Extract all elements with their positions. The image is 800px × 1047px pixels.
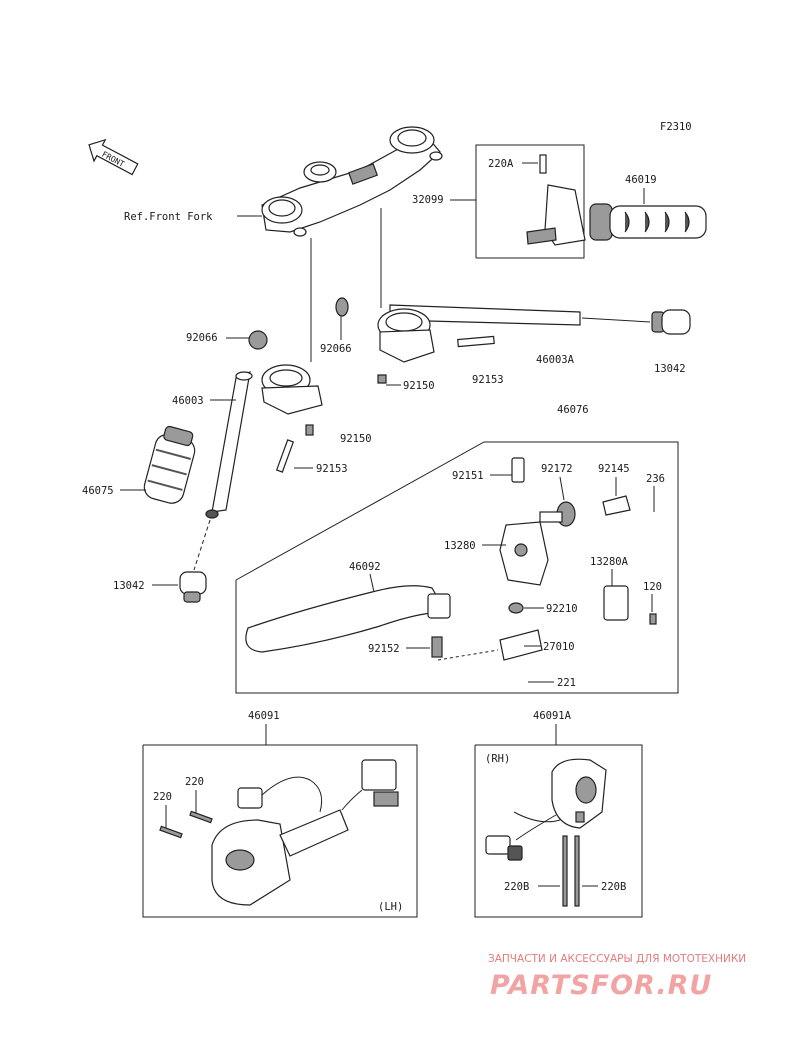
label-236: 236 <box>646 473 665 485</box>
bar-end-weight-right <box>651 309 691 335</box>
label-13280A: 13280A <box>590 556 629 568</box>
label-32099: 32099 <box>412 194 444 206</box>
screws-220B <box>562 835 580 907</box>
screw-220-b <box>159 825 183 839</box>
label-92150-a: 92150 <box>403 380 435 392</box>
clutch-holder <box>431 457 657 661</box>
figure-code: F2310 <box>660 121 692 133</box>
label-92153-b: 92153 <box>316 463 348 475</box>
label-220B-1: 220B <box>504 881 529 893</box>
clutch-lever <box>245 585 451 653</box>
label-46019: 46019 <box>625 174 657 186</box>
label-rh: (RH) <box>485 753 510 765</box>
lh-switch-housing <box>211 759 399 906</box>
left-handlebar <box>205 330 323 519</box>
label-lh: (LH) <box>378 901 403 913</box>
label-46075: 46075 <box>82 485 114 497</box>
label-92210: 92210 <box>546 603 578 615</box>
label-221: 221 <box>557 677 576 689</box>
label-46003A: 46003A <box>536 354 575 366</box>
label-46076: 46076 <box>557 404 589 416</box>
label-13042-a: 13042 <box>654 363 686 375</box>
left-grip <box>143 425 196 504</box>
right-grip <box>589 203 707 241</box>
label-220B-2: 220B <box>601 881 626 893</box>
bar-end-weight-left <box>179 571 207 603</box>
label-220-a: 220 <box>185 776 204 788</box>
label-92150-b: 92150 <box>340 433 372 445</box>
label-92152: 92152 <box>368 643 400 655</box>
right-handlebar <box>335 297 581 384</box>
label-92151: 92151 <box>452 470 484 482</box>
label-92145: 92145 <box>598 463 630 475</box>
front-arrow-icon: FRONT <box>88 138 139 176</box>
label-220-b: 220 <box>153 791 172 803</box>
label-220A: 220A <box>488 158 514 170</box>
watermark-logo: PARTSFOR.RU <box>490 970 712 1001</box>
label-13280: 13280 <box>444 540 476 552</box>
label-27010: 27010 <box>543 641 575 653</box>
label-92066-a: 92066 <box>186 332 218 344</box>
triple-clamp <box>261 126 443 237</box>
label-46091A: 46091A <box>533 710 572 722</box>
label-46003: 46003 <box>172 395 204 407</box>
screw-220-a <box>189 810 213 824</box>
label-92172: 92172 <box>541 463 573 475</box>
label-92153-a: 92153 <box>472 374 504 386</box>
watermark-tagline: ЗАПЧАСТИ И АКСЕССУАРЫ ДЛЯ МОТОТЕХНИКИ <box>488 953 746 965</box>
label-120: 120 <box>643 581 662 593</box>
label-92066-b: 92066 <box>320 343 352 355</box>
ref-front-fork-label: Ref.Front Fork <box>124 211 213 223</box>
label-13042-b: 13042 <box>113 580 145 592</box>
throttle-housing <box>526 154 586 246</box>
label-46091: 46091 <box>248 710 280 722</box>
label-46092: 46092 <box>349 561 381 573</box>
rh-switch-housing <box>485 758 607 861</box>
